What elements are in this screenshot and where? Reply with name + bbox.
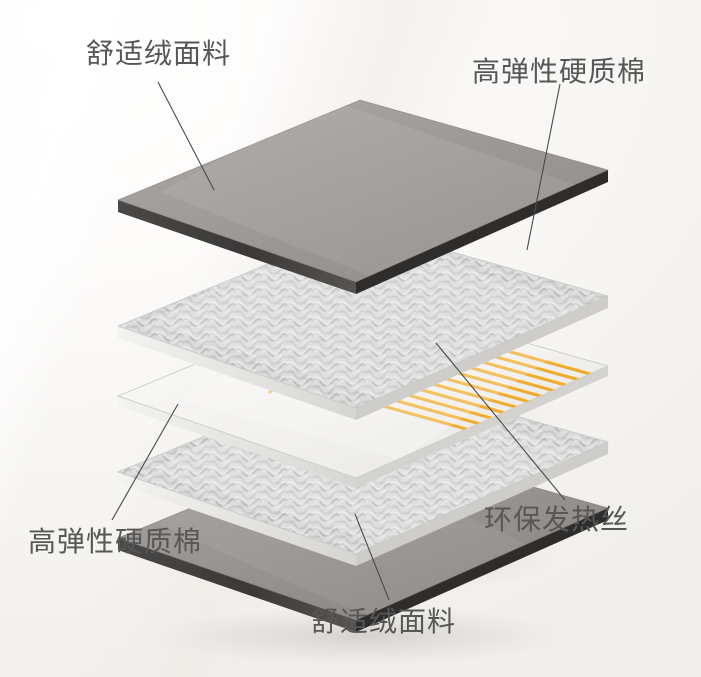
label-bottom-fabric: 舒适绒面料 [311, 605, 457, 638]
label-heating-wire: 环保发热丝 [484, 503, 630, 536]
leader-line-bottom-cotton [111, 403, 179, 521]
leader-line-heating-wire [435, 342, 566, 501]
label-top-fabric: 舒适绒面料 [86, 37, 232, 70]
label-top-cotton: 高弹性硬质棉 [472, 55, 647, 88]
leader-line-top-fabric [157, 81, 215, 191]
leader-lines [111, 81, 566, 601]
leader-line-bottom-fabric [354, 513, 390, 601]
label-bottom-cotton: 高弹性硬质棉 [28, 525, 203, 558]
leader-line-top-cotton [526, 83, 561, 251]
